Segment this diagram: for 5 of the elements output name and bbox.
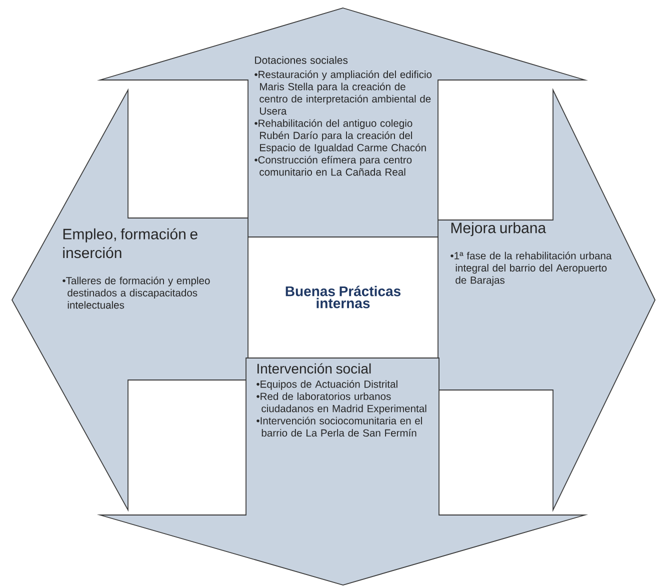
node-label: •Equipos de Actuación Distrital [256, 380, 398, 390]
node-label: •Red de laboratorios urbanos ciudadanos en Madrid Experimental [256, 392, 426, 414]
node-label: •Intervención sociocomunitaria en el barrio de La Perla de San Fermín [256, 416, 422, 437]
node-label: Intervención social [257, 363, 371, 374]
center-box: Buenas Prácticas internas [248, 236, 438, 358]
